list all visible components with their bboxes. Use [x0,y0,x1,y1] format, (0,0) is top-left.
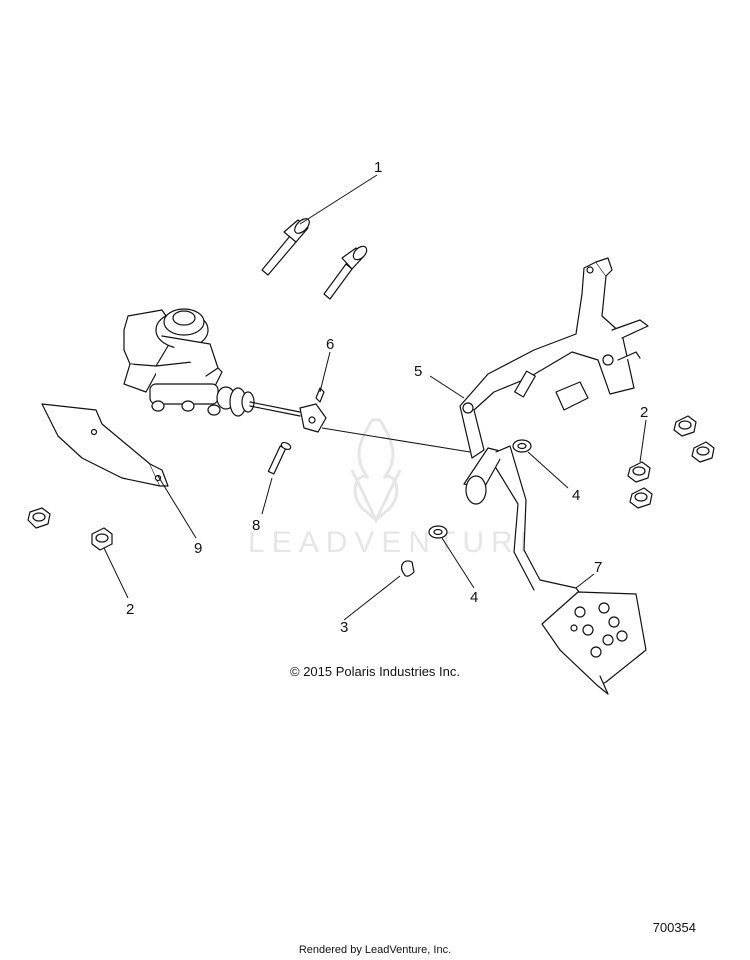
leader-1 [299,174,378,225]
copyright-text: © 2015 Polaris Industries Inc. [290,664,460,679]
callout-4-lower: 4 [470,589,478,606]
callout-5: 5 [414,363,422,380]
callout-1: 1 [374,159,382,176]
leader-7 [575,573,595,589]
clip-6[interactable] [315,387,325,403]
nut-2-right-d[interactable] [629,487,653,509]
leader-4-lower [441,537,475,589]
nut-2-left-a[interactable] [27,507,51,529]
pin-8[interactable] [267,441,292,475]
bolt-1b[interactable] [323,244,369,300]
leader-5 [429,375,465,399]
callout-6: 6 [326,336,334,353]
callout-7: 7 [594,559,602,576]
leader-3 [343,575,401,621]
leader-2-right [639,419,647,463]
leader-4-upper [527,451,569,489]
rendered-by-footer: Rendered by LeadVenture, Inc. [298,944,452,956]
nut-2-right-c[interactable] [627,461,651,483]
diagram-id: 700354 [652,920,696,935]
bushing-4-lower[interactable] [428,525,448,539]
leader-8 [261,477,273,515]
watermark: LEADVENTURE [248,418,547,559]
callout-2-left: 2 [126,601,134,618]
assembly-line [321,427,471,453]
callout-2-right: 2 [640,404,648,421]
eclip-3[interactable] [400,560,415,577]
leader-2-left [103,547,129,599]
leader-6 [319,351,331,393]
nut-2-right-a[interactable] [673,415,697,437]
bushing-4-upper[interactable] [512,439,532,453]
shield-9[interactable] [41,403,169,487]
nut-2-left-b[interactable] [91,527,113,551]
master-cylinder[interactable] [123,308,327,433]
nut-2-right-b[interactable] [691,441,715,463]
callout-8: 8 [252,517,260,534]
pedal-7[interactable] [463,445,647,695]
leader-9 [157,475,197,539]
watermark-text: LEADVENTURE [248,526,547,559]
callout-4-upper: 4 [572,487,580,504]
bracket-5[interactable] [459,257,649,459]
callout-9: 9 [194,540,202,557]
bolt-1a[interactable] [261,216,312,276]
callout-3: 3 [340,619,348,636]
